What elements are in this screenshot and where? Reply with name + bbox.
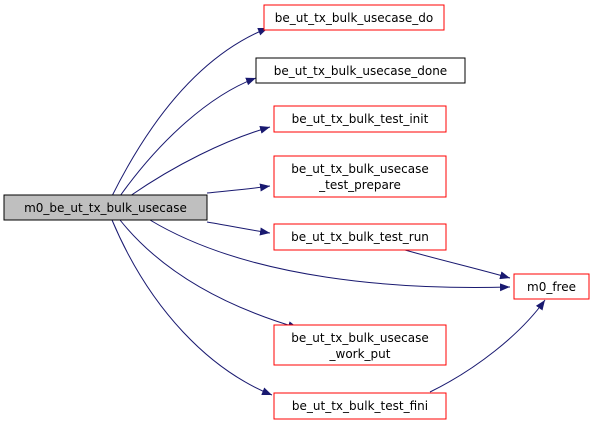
edge-root-to-test-init	[129, 125, 271, 197]
edge-root-to-work-put	[119, 219, 299, 330]
edge-root-to-test-run	[206, 221, 271, 236]
node-usecase-do-label: be_ut_tx_bulk_usecase_do	[275, 11, 433, 25]
edge-root-to-usecase-done	[119, 77, 257, 197]
node-test-prepare[interactable]: be_ut_tx_bulk_usecase _test_prepare	[273, 155, 447, 198]
edge-test-fini-to-m0-free	[429, 299, 546, 393]
node-usecase-do[interactable]: be_ut_tx_bulk_usecase_do	[263, 4, 445, 31]
edge-root-to-test-prepare	[206, 183, 271, 194]
node-test-init-label: be_ut_tx_bulk_test_init	[292, 112, 429, 126]
edge-root-to-test-fini	[111, 219, 273, 396]
edge-root-to-usecase-do	[111, 27, 269, 197]
node-test-run[interactable]: be_ut_tx_bulk_test_run	[273, 223, 447, 251]
edge-root-to-m0-free	[149, 219, 511, 292]
node-usecase-done[interactable]: be_ut_tx_bulk_usecase_done	[255, 57, 466, 84]
node-test-init[interactable]: be_ut_tx_bulk_test_init	[273, 105, 447, 133]
node-work-put-label-1: be_ut_tx_bulk_usecase	[291, 331, 428, 345]
edge-test-run-to-m0-free	[404, 249, 511, 280]
node-root-label: m0_be_ut_tx_bulk_usecase	[24, 201, 187, 215]
node-test-fini-label: be_ut_tx_bulk_test_fini	[292, 399, 428, 413]
node-root[interactable]: m0_be_ut_tx_bulk_usecase	[3, 194, 208, 221]
node-usecase-done-label: be_ut_tx_bulk_usecase_done	[274, 64, 447, 78]
node-test-prepare-label-1: be_ut_tx_bulk_usecase	[291, 162, 428, 176]
node-work-put[interactable]: be_ut_tx_bulk_usecase _work_put	[273, 324, 447, 366]
node-work-put-label-2: _work_put	[329, 347, 391, 361]
node-test-prepare-label-2: _test_prepare	[318, 178, 401, 192]
node-m0-free[interactable]: m0_free	[513, 273, 590, 300]
node-test-fini[interactable]: be_ut_tx_bulk_test_fini	[273, 392, 447, 420]
edges	[111, 27, 546, 396]
node-m0-free-label: m0_free	[527, 280, 576, 294]
node-test-run-label: be_ut_tx_bulk_test_run	[291, 230, 429, 244]
